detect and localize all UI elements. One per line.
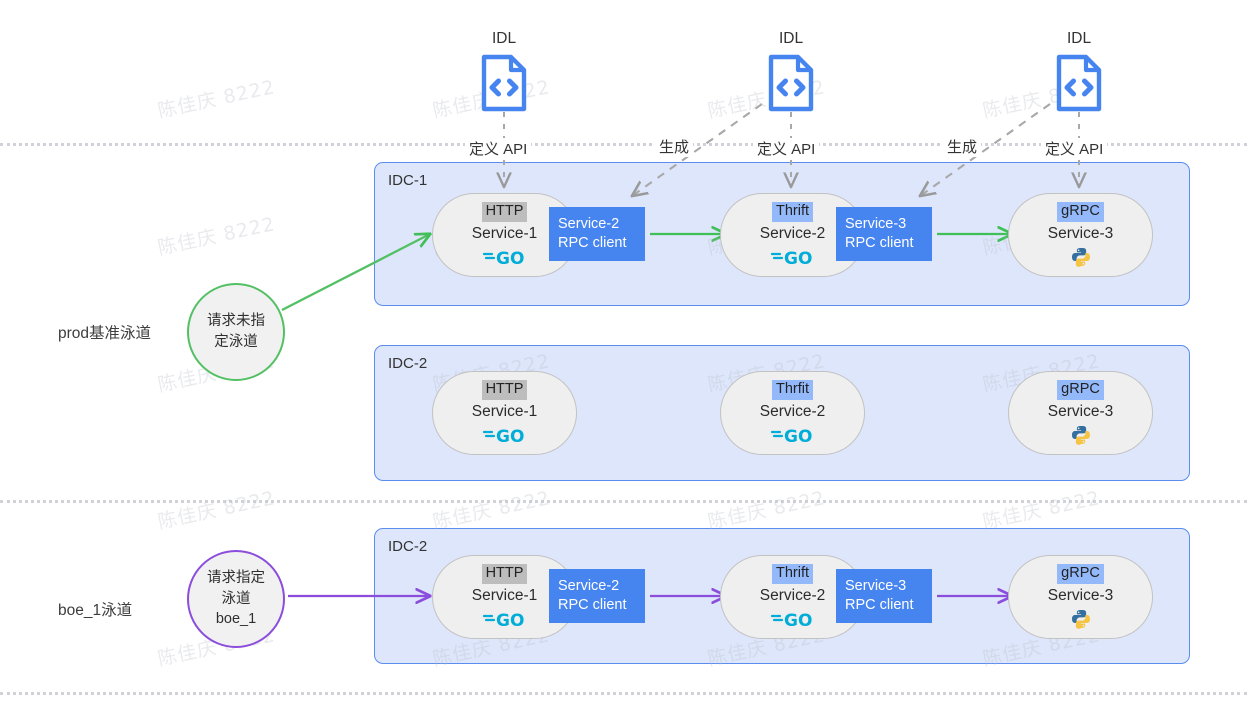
baseline-entry-circle[interactable]: 请求未指 定泳道 [187,283,285,381]
svg-text:GO: GO [496,249,524,267]
idl-label: IDL [491,30,517,47]
svg-text:GO: GO [784,611,812,629]
service-node-idc2prod-service-1[interactable]: HTTP Service-1 GO [432,371,577,455]
service-node-idc1-service-3[interactable]: gRPC Service-3 [1008,193,1153,277]
service-name: Service-3 [1047,224,1114,242]
go-logo: GO [770,246,815,268]
service-node-idc2boe-service-3[interactable]: gRPC Service-3 [1008,555,1153,639]
python-logo [1070,424,1092,446]
entry-line: 定泳道 [214,334,258,350]
go-logo: GO [482,246,527,268]
entry-line: 请求未指 [207,313,265,330]
rpc-client-box-idc1-service-3[interactable]: Service-3 RPC client [836,207,932,261]
code-document-icon [481,54,527,117]
lane-divider-middle [0,500,1247,503]
protocol-badge: HTTP [481,564,528,584]
svg-text:GO: GO [784,249,812,267]
rpc-client-line: RPC client [558,597,627,613]
entry-line: 泳道 [221,590,251,607]
code-document-icon [768,54,814,117]
lane-label-prod: prod基准泳道 [58,325,152,342]
rpc-client-box-idc2boe-service-3[interactable]: Service-3 RPC client [836,569,932,623]
rpc-client-line: Service-3 [845,215,907,232]
edge-label-generate-1: 生成 [655,136,694,157]
rpc-client-line: Service-2 [558,577,620,594]
rpc-client-box-idc1-service-2[interactable]: Service-2 RPC client [549,207,645,261]
service-node-idc2prod-service-3[interactable]: gRPC Service-3 [1008,371,1153,455]
edge-idl2-generate [632,103,763,196]
service-node-idc2prod-service-2[interactable]: Thrfit Service-2 GO [720,371,865,455]
protocol-badge: Thrift [771,202,814,222]
edge-label-define-api-3: 定义 API [1041,138,1108,159]
entry-line: boe_1 [215,611,257,628]
protocol-badge: gRPC [1057,564,1104,584]
code-document-icon [1056,54,1102,117]
go-logo: GO [770,424,815,446]
svg-text:GO: GO [496,611,524,629]
edge-label-define-api-1: 定义 API [465,138,532,159]
rpc-client-line: RPC client [845,235,914,251]
edge-label-generate-2: 生成 [943,136,982,157]
protocol-badge: gRPC [1057,202,1104,222]
edge-baseline-to-service1 [281,234,430,312]
service-name: Service-2 [759,402,826,420]
edge-idl3-generate [920,103,1051,196]
rpc-client-line: Service-3 [845,577,907,594]
lane-label-boe: boe_1泳道 [58,602,133,619]
service-name: Service-2 [759,224,826,242]
protocol-badge: gRPC [1057,380,1104,400]
svg-text:GO: GO [496,427,524,445]
idl-node-1[interactable]: IDL [472,30,536,117]
rpc-client-line: Service-2 [558,215,620,232]
svg-text:GO: GO [784,427,812,445]
go-logo: GO [482,608,527,630]
go-logo: GO [770,608,815,630]
protocol-badge: HTTP [481,202,528,222]
rpc-client-box-idc2boe-service-2[interactable]: Service-2 RPC client [549,569,645,623]
lane-divider-bottom [0,692,1247,695]
rpc-client-line: RPC client [558,235,627,251]
service-name: Service-3 [1047,586,1114,604]
idc-title: IDC-2 [388,538,428,555]
idc-title: IDC-2 [388,355,428,372]
service-name: Service-1 [471,586,538,604]
service-name: Service-3 [1047,402,1114,420]
service-name: Service-2 [759,586,826,604]
entry-line: 请求指定 [207,570,265,587]
python-logo [1070,608,1092,630]
protocol-badge: HTTP [481,380,528,400]
service-name: Service-1 [471,402,538,420]
boe-entry-circle[interactable]: 请求指定 泳道 boe_1 [187,550,285,648]
idl-node-2[interactable]: IDL [759,30,823,117]
lane-divider-top [0,143,1247,146]
protocol-badge: Thrfit [771,380,814,400]
idl-label: IDL [1066,30,1092,47]
idl-label: IDL [778,30,804,47]
python-logo [1070,246,1092,268]
service-name: Service-1 [471,224,538,242]
idc-title: IDC-1 [388,172,428,189]
protocol-badge: Thrift [771,564,814,584]
go-logo: GO [482,424,527,446]
edge-label-define-api-2: 定义 API [753,138,820,159]
idl-node-3[interactable]: IDL [1047,30,1111,117]
rpc-client-line: RPC client [845,597,914,613]
